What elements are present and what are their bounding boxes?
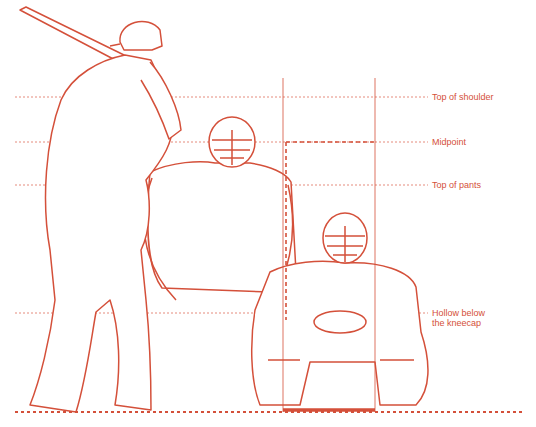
batter-figure <box>20 7 181 412</box>
umpire-mask <box>209 117 255 167</box>
catcher-glove <box>314 311 366 333</box>
batter-body <box>30 55 172 412</box>
level-label: Hollow below the kneecap <box>432 308 494 328</box>
level-label: Top of pants <box>432 180 532 190</box>
midpoint-dash <box>286 141 375 143</box>
catcher-mask <box>323 213 367 263</box>
midpoint-drop <box>285 142 287 320</box>
umpire-mask-bars <box>212 130 252 165</box>
catcher-knees <box>268 359 414 361</box>
helmet-brim <box>110 44 120 46</box>
bat <box>20 7 124 62</box>
catcher-figure <box>252 213 428 405</box>
catcher-mask-bars <box>325 226 365 262</box>
zone-edge <box>375 78 376 412</box>
home-plate <box>283 408 375 412</box>
ground-line <box>15 411 522 413</box>
strike-zone <box>283 78 375 412</box>
level-label: Midpoint <box>432 137 532 147</box>
batter-arm <box>141 62 181 139</box>
level-label: Top of shoulder <box>432 92 532 102</box>
catcher-body <box>252 261 428 405</box>
batter-helmet <box>120 21 162 50</box>
zone-edge <box>283 78 284 412</box>
